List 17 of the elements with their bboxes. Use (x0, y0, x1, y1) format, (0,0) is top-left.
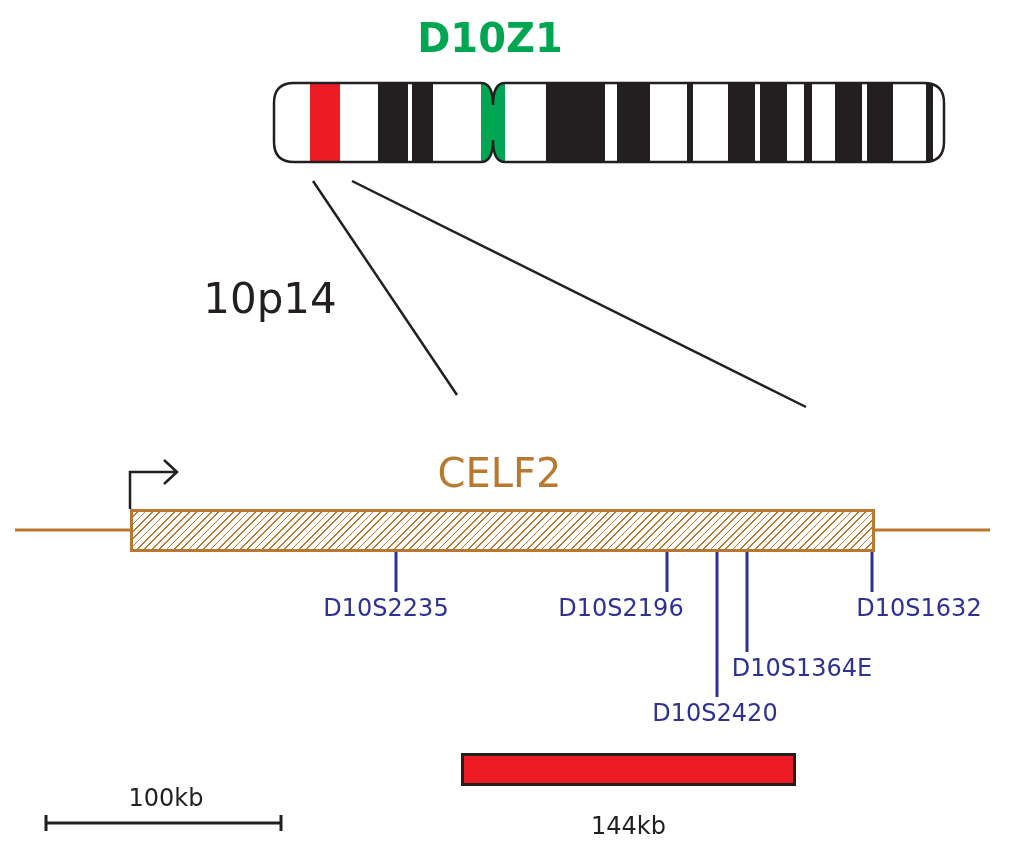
marker-label: D10S2235 (323, 596, 449, 620)
leader-line (394, 552, 398, 592)
band-label: 10p14 (203, 278, 337, 320)
size-label: 144kb (591, 814, 666, 838)
leader-line (715, 552, 719, 697)
marker-label: D10S1364E (731, 656, 873, 680)
leader-line (745, 552, 749, 652)
scale-label: 100kb (128, 786, 204, 810)
gene-box (130, 509, 875, 552)
marker-label: D10S2420 (652, 701, 778, 725)
marker-label: D10S1632 (856, 596, 982, 620)
leader-line (665, 552, 669, 592)
gene-name: CELF2 (437, 453, 562, 493)
leader-line (870, 552, 874, 592)
marker-label: D10S2196 (558, 596, 684, 620)
region-bar (461, 753, 796, 786)
centromere-label: D10Z1 (417, 18, 563, 58)
